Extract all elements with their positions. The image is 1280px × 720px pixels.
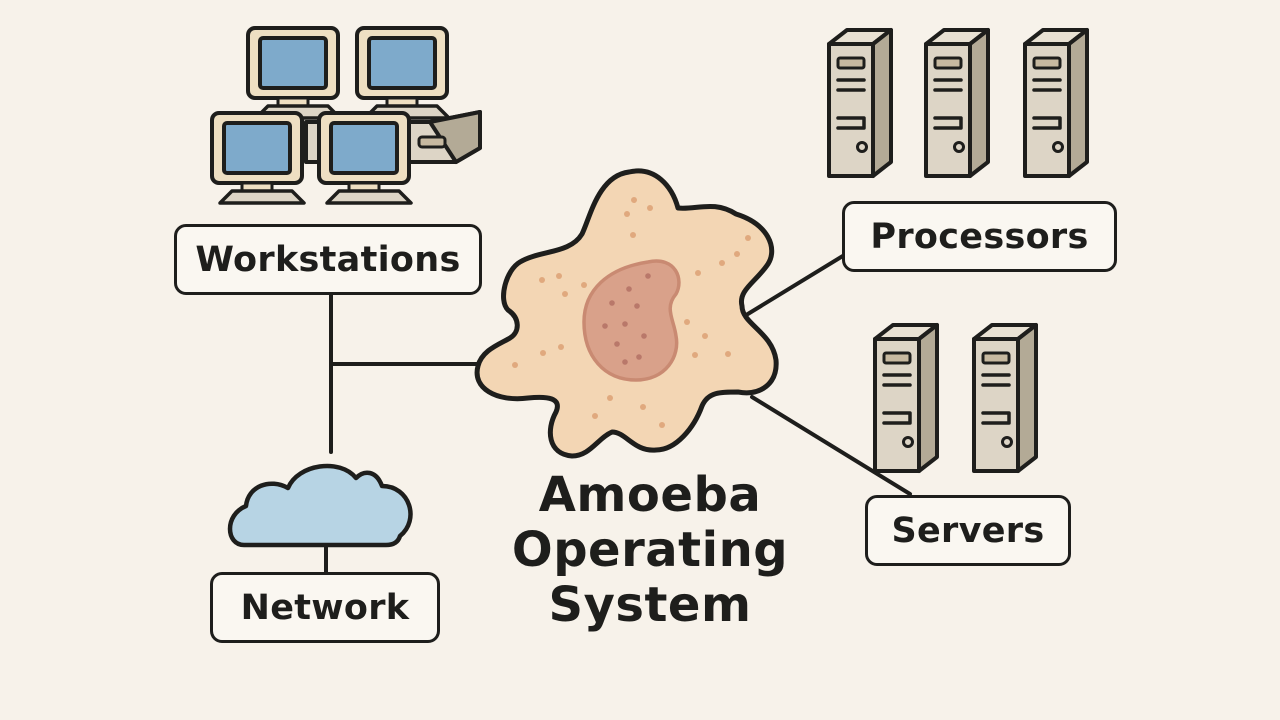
servers-towers-icon <box>873 323 1038 473</box>
connector-lines <box>324 252 912 575</box>
edge-center-servers <box>750 395 912 496</box>
title-line-3: System <box>548 577 752 633</box>
processors-towers-icon <box>827 28 1089 178</box>
network-label: Network <box>210 572 440 643</box>
edge-center-processors <box>736 252 848 322</box>
cloud-icon <box>227 463 413 548</box>
servers-label: Servers <box>865 495 1071 566</box>
processors-label: Processors <box>842 201 1117 272</box>
workstations-label: Workstations <box>174 224 482 295</box>
title-line-1: Amoeba <box>538 467 762 523</box>
amoeba-icon <box>474 168 779 459</box>
desktop-computers-icon <box>210 26 482 205</box>
title-line-2: Operating <box>511 522 789 578</box>
diagram-title: Amoeba Operating System <box>470 468 830 633</box>
